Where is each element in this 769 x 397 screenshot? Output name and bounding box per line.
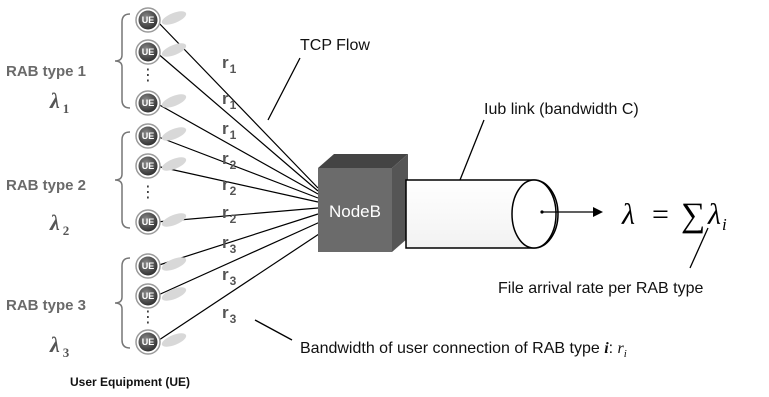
- ue-icon: UE: [135, 209, 187, 235]
- iub-link-cylinder: [405, 179, 603, 249]
- ue-icon: UE: [135, 153, 187, 179]
- tcp-flow-line: [155, 221, 321, 297]
- tcp-flow-leader: [267, 57, 301, 121]
- rate-label: r2: [222, 203, 237, 226]
- formula-equals: =: [652, 198, 669, 231]
- ue-badge-label: UE: [142, 217, 155, 227]
- ue-icon: UE: [135, 283, 187, 309]
- tcp-flow-line: [155, 102, 319, 195]
- tcp-flow-line: [155, 165, 319, 203]
- ue-icon: UE: [135, 90, 187, 116]
- ue-badge-label: UE: [142, 261, 155, 271]
- rate-labels: r1 r1 r1 r2 r2 r2 r3 r3 r3: [222, 53, 237, 326]
- rate-label: r3: [222, 265, 237, 288]
- formula-lambda: λ: [621, 198, 635, 231]
- ue-badge-label: UE: [142, 291, 155, 301]
- bandwidth-leader: [254, 319, 293, 341]
- ue-antenna-shadow: [161, 94, 187, 108]
- ue-body: [138, 256, 158, 276]
- ue-icon: UE: [135, 39, 187, 65]
- ue-icons: UE UE UE UE UE UE UE UE UE: [135, 7, 187, 355]
- iub-link-callout: Iub link (bandwidth C): [459, 101, 639, 181]
- rab-type-3-label: RAB type 3: [6, 297, 86, 314]
- formula-leader: [689, 227, 709, 269]
- ue-ellipsis: ⋮: [140, 309, 156, 326]
- formula-sum-sign: ∑: [681, 197, 705, 234]
- ue-badge-label: UE: [142, 98, 155, 108]
- nodeb-side-face: [392, 154, 408, 252]
- nodeb-label: NodeB: [329, 202, 381, 221]
- rate-label: r1: [222, 53, 237, 76]
- ue-antenna-shadow: [161, 127, 187, 141]
- ue-body: [138, 42, 158, 62]
- ue-antenna-shadow: [161, 43, 187, 57]
- cylinder-end: [511, 179, 557, 249]
- user-equipment-caption: User Equipment (UE): [70, 375, 190, 389]
- ue-antenna-shadow: [161, 257, 187, 271]
- ue-icon: UE: [135, 253, 187, 279]
- ue-ellipses: ⋮ ⋮ ⋮: [140, 67, 156, 326]
- rate-label: r1: [222, 119, 237, 142]
- tcp-flow-line: [155, 231, 323, 343]
- ue-icon: UE: [135, 329, 187, 355]
- ue-antenna-shadow: [161, 157, 187, 171]
- rab-type-2-label: RAB type 2: [6, 177, 86, 194]
- ue-antenna-shadow: [161, 11, 187, 25]
- ue-body: [138, 93, 158, 113]
- formula-term: λi: [707, 198, 727, 234]
- tcp-flow-callout: TCP Flow: [267, 37, 370, 121]
- ue-body: [138, 286, 158, 306]
- group-brace: [114, 131, 131, 229]
- group-brace: [114, 257, 131, 349]
- nodeb-top-face: [318, 154, 408, 168]
- file-arrival-label: File arrival rate per RAB type: [498, 280, 704, 297]
- ue-badge-label: UE: [142, 131, 155, 141]
- rab-type-1-label: RAB type 1: [6, 63, 86, 80]
- output-arrow-head: [593, 207, 603, 217]
- ue-antenna-shadow: [161, 213, 187, 227]
- ue-body: [138, 126, 158, 146]
- ue-icon: UE: [135, 7, 187, 33]
- ue-icon: UE: [135, 123, 187, 149]
- rate-label: r3: [222, 303, 237, 326]
- tcp-flow-line: [155, 135, 319, 199]
- tcp-flow-label: TCP Flow: [300, 37, 370, 54]
- ue-badge-label: UE: [142, 47, 155, 57]
- ue-body: [138, 332, 158, 352]
- ue-badge-label: UE: [142, 15, 155, 25]
- tcp-flow-line: [155, 51, 319, 192]
- rate-label: r3: [222, 233, 237, 256]
- ue-badge-label: UE: [142, 161, 155, 171]
- ue-badge-label: UE: [142, 337, 155, 347]
- ue-antenna-shadow: [161, 287, 187, 301]
- ue-ellipsis: ⋮: [140, 184, 156, 201]
- rate-label: r2: [222, 149, 237, 172]
- tcp-flow-line: [155, 213, 319, 267]
- iub-link-leader: [459, 119, 485, 181]
- ue-body: [138, 10, 158, 30]
- iub-link-label: Iub link (bandwidth C): [484, 101, 639, 118]
- group-braces: [114, 13, 131, 349]
- ue-body: [138, 156, 158, 176]
- bandwidth-label: Bandwidth of user connection of RAB type…: [300, 340, 627, 360]
- ue-antenna-shadow: [161, 333, 187, 347]
- nodeb: NodeB: [318, 154, 408, 252]
- ue-ellipsis: ⋮: [140, 67, 156, 84]
- ue-body: [138, 212, 158, 232]
- rate-label: r2: [222, 175, 237, 198]
- rate-label: r1: [222, 89, 237, 112]
- nodeb-front-face: [318, 168, 392, 252]
- total-rate-formula: λ = ∑ λi: [621, 197, 727, 269]
- group-brace: [114, 13, 131, 109]
- bandwidth-callout: Bandwidth of user connection of RAB type…: [254, 319, 627, 360]
